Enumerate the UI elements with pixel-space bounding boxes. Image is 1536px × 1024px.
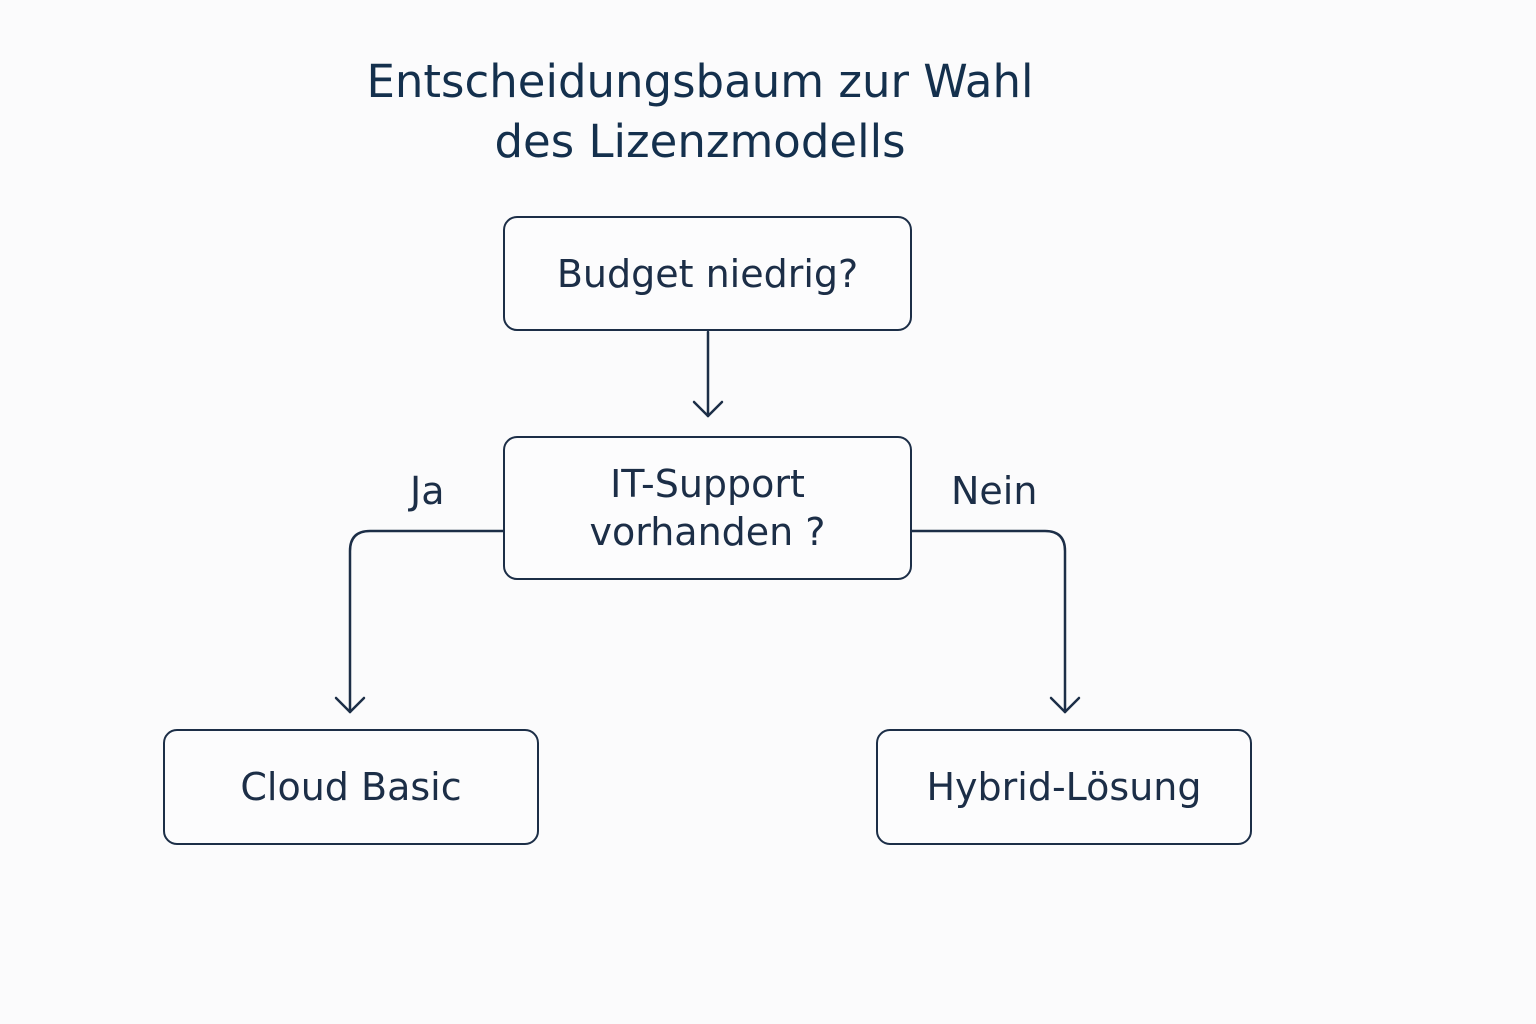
node-hybrid-loesung: Hybrid-Lösung: [876, 729, 1252, 845]
arrowhead-it-support: [692, 400, 724, 418]
node-cloud-basic: Cloud Basic: [163, 729, 539, 845]
edge-label-no: Nein: [951, 469, 1038, 513]
node-hybrid-label: Hybrid-Lösung: [926, 765, 1202, 809]
arrowhead-cloud-basic: [334, 696, 366, 714]
arrowhead-hybrid: [1049, 696, 1081, 714]
node-budget-label: Budget niedrig?: [556, 251, 859, 296]
node-cloud-basic-label: Cloud Basic: [240, 765, 462, 809]
node-it-support: IT-Support vorhanden ?: [503, 436, 912, 580]
node-budget-niedrig: Budget niedrig?: [503, 216, 912, 331]
node-it-support-label-line-2: vorhanden ?: [589, 510, 826, 554]
diagram-title-line-2: des Lizenzmodells: [494, 115, 906, 168]
diagram-title: Entscheidungsbaum zur Wahl des Lizenzmod…: [0, 52, 1400, 172]
connector-no-branch: [910, 529, 1067, 714]
connector-yes-branch: [348, 529, 505, 714]
edge-label-yes: Ja: [410, 469, 445, 513]
diagram-title-line-1: Entscheidungsbaum zur Wahl: [366, 55, 1034, 108]
node-it-support-label-line-1: IT-Support: [610, 462, 805, 506]
